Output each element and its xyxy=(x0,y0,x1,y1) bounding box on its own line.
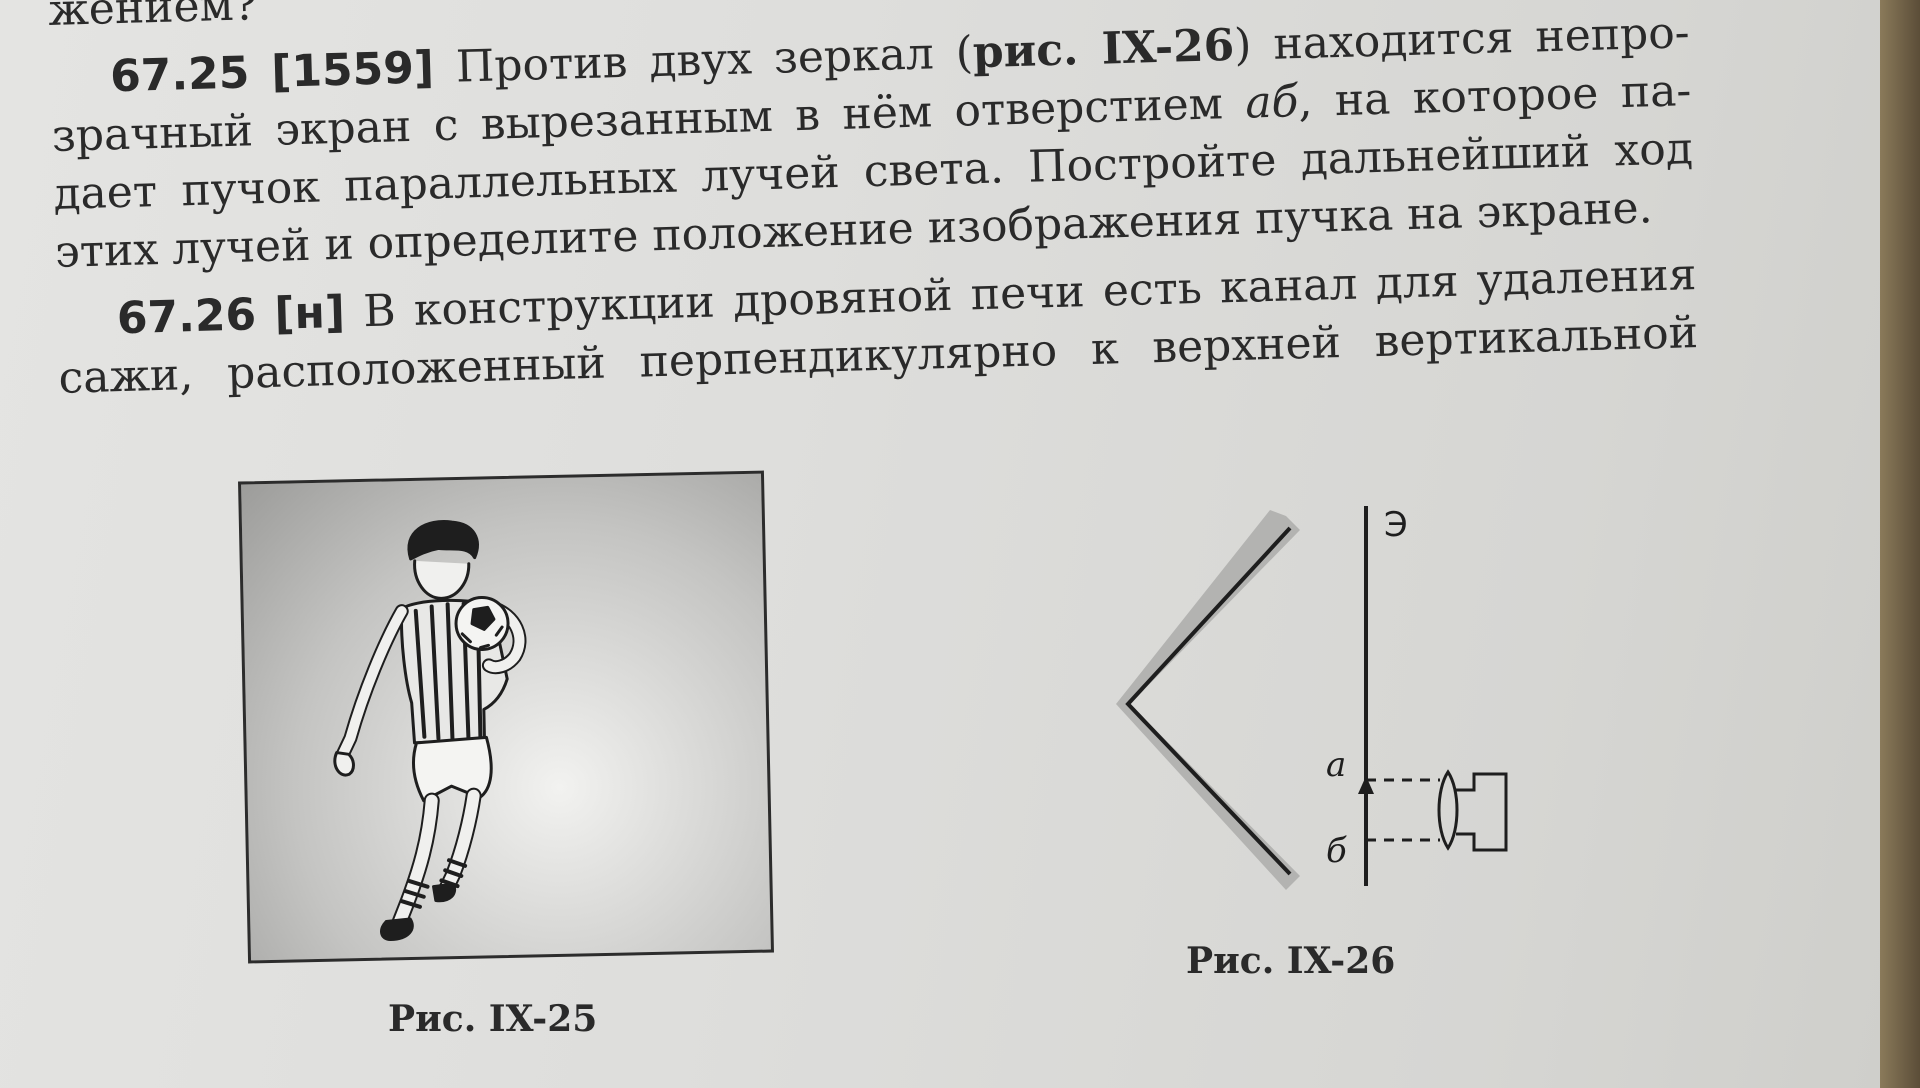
arrow-head xyxy=(1358,776,1374,794)
text-fragment: , на которое па- xyxy=(1297,65,1692,128)
text-fragment: Против двух зеркал ( xyxy=(455,27,974,93)
figure-ix-25 xyxy=(238,470,774,964)
figure-ix-26: Э а б xyxy=(1116,505,1508,890)
figure-reference: рис. IX-26 xyxy=(972,19,1235,79)
mirror-reflective-edge xyxy=(1125,526,1292,876)
figure-ix-25-caption: Рис. IX-25 xyxy=(388,998,598,1040)
lens-icon xyxy=(1437,769,1459,851)
label-b: б xyxy=(1326,831,1347,871)
book-page-edge xyxy=(1880,0,1920,1088)
problem-number: 67.25 xyxy=(109,47,251,103)
mirror-lower xyxy=(1116,704,1300,890)
problem-number: 67.26 xyxy=(116,289,257,345)
problem-ref: [1559] xyxy=(270,42,435,98)
aperture-label: аб xyxy=(1244,76,1300,129)
problem-67-25: 67.25 [1559] Против двух зеркал (рис. IX… xyxy=(49,4,1695,282)
page-text: жением? 67.25 [1559] Против двух зеркал … xyxy=(48,0,1699,408)
mirror-upper xyxy=(1116,510,1300,704)
footballer-illustration xyxy=(333,520,527,941)
text-fragment: ) находится непро- xyxy=(1233,7,1691,71)
figure-ix-26-caption: Рис. IX-26 xyxy=(1186,940,1396,982)
problem-ref: [н] xyxy=(273,286,346,340)
label-screen: Э xyxy=(1384,505,1408,545)
label-a: а xyxy=(1326,745,1346,785)
lamp-housing xyxy=(1456,772,1508,852)
book-page: жением? 67.25 [1559] Против двух зеркал … xyxy=(0,0,1880,1088)
